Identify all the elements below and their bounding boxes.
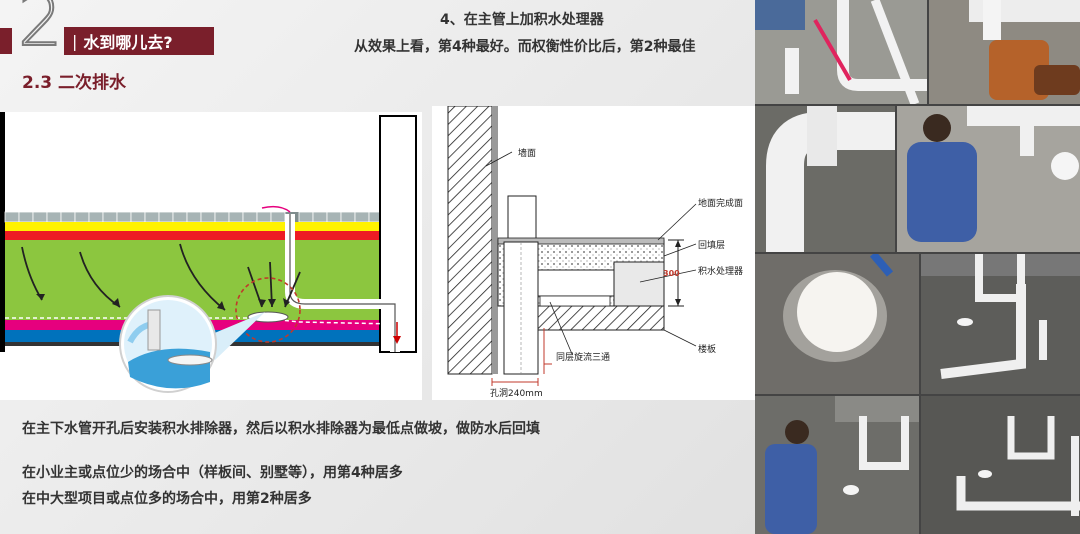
label-slab: 楼板 [698,343,716,355]
label-tee: 同层旋流三通 [556,351,610,363]
method-title: 4、在主管上加积水处理器 [440,12,604,28]
photo-completed-piping [921,396,1080,534]
section-title: 水到哪儿去? [83,33,173,52]
photo-pipe-marking [755,0,927,104]
label-dimension: 300 [663,269,680,278]
red-layer [5,231,381,240]
section-title-band: | 水到哪儿去? [64,27,214,55]
method-summary: 从效果上看，第4种最好。而权衡性价比后，第2种最佳 [354,39,696,55]
photo-drilling [929,0,1080,104]
slab-section [535,305,665,331]
photo-drain-cover [755,254,919,394]
cross-section-svg: 墙面 地面完成面 回填层 300 积水处理器 楼板 同层旋流三通 孔洞240mm [447,105,743,399]
photo-worker-waterproofing [755,396,919,534]
description-line-1: 在主下水管开孔后安装积水排除器，然后以积水排除器为最低点做坡，做防水后回填 [22,421,540,437]
label-backfill: 回填层 [698,239,725,251]
label-hole: 孔洞240mm [490,388,543,399]
label-wall: 墙面 [518,147,536,159]
water-processor-disk [247,311,289,323]
focus-circle [235,277,301,343]
label-water-processor: 积水处理器 [698,265,743,277]
description-line-2: 在小业主或点位少的场合中（样板间、别墅等），用第4种居多 [22,465,403,481]
yellow-layer [5,222,381,231]
tile-row [4,211,382,223]
construction-photo-grid [755,0,1080,534]
description-line-3: 在中大型项目或点位多的场合中，用第2种居多 [22,491,312,507]
title-separator: | [72,31,78,51]
photo-worker-install [897,106,1080,252]
section-number: 2 [17,0,64,62]
accent-bar [0,28,12,54]
cross-section-diagram: 墙面 地面完成面 回填层 300 积水处理器 楼板 同层旋流三通 孔洞240mm [432,105,755,400]
zoom-bubble [119,295,265,393]
floor-layers-diagram [0,112,422,400]
photo-elbow-joint [755,106,895,252]
label-floor-finish: 地面完成面 [698,197,743,209]
subsection-title: 2.3 二次排水 [22,73,127,93]
floor-layers-svg [0,112,417,393]
photo-pipe-layout [921,254,1080,394]
wall-section [447,105,493,375]
